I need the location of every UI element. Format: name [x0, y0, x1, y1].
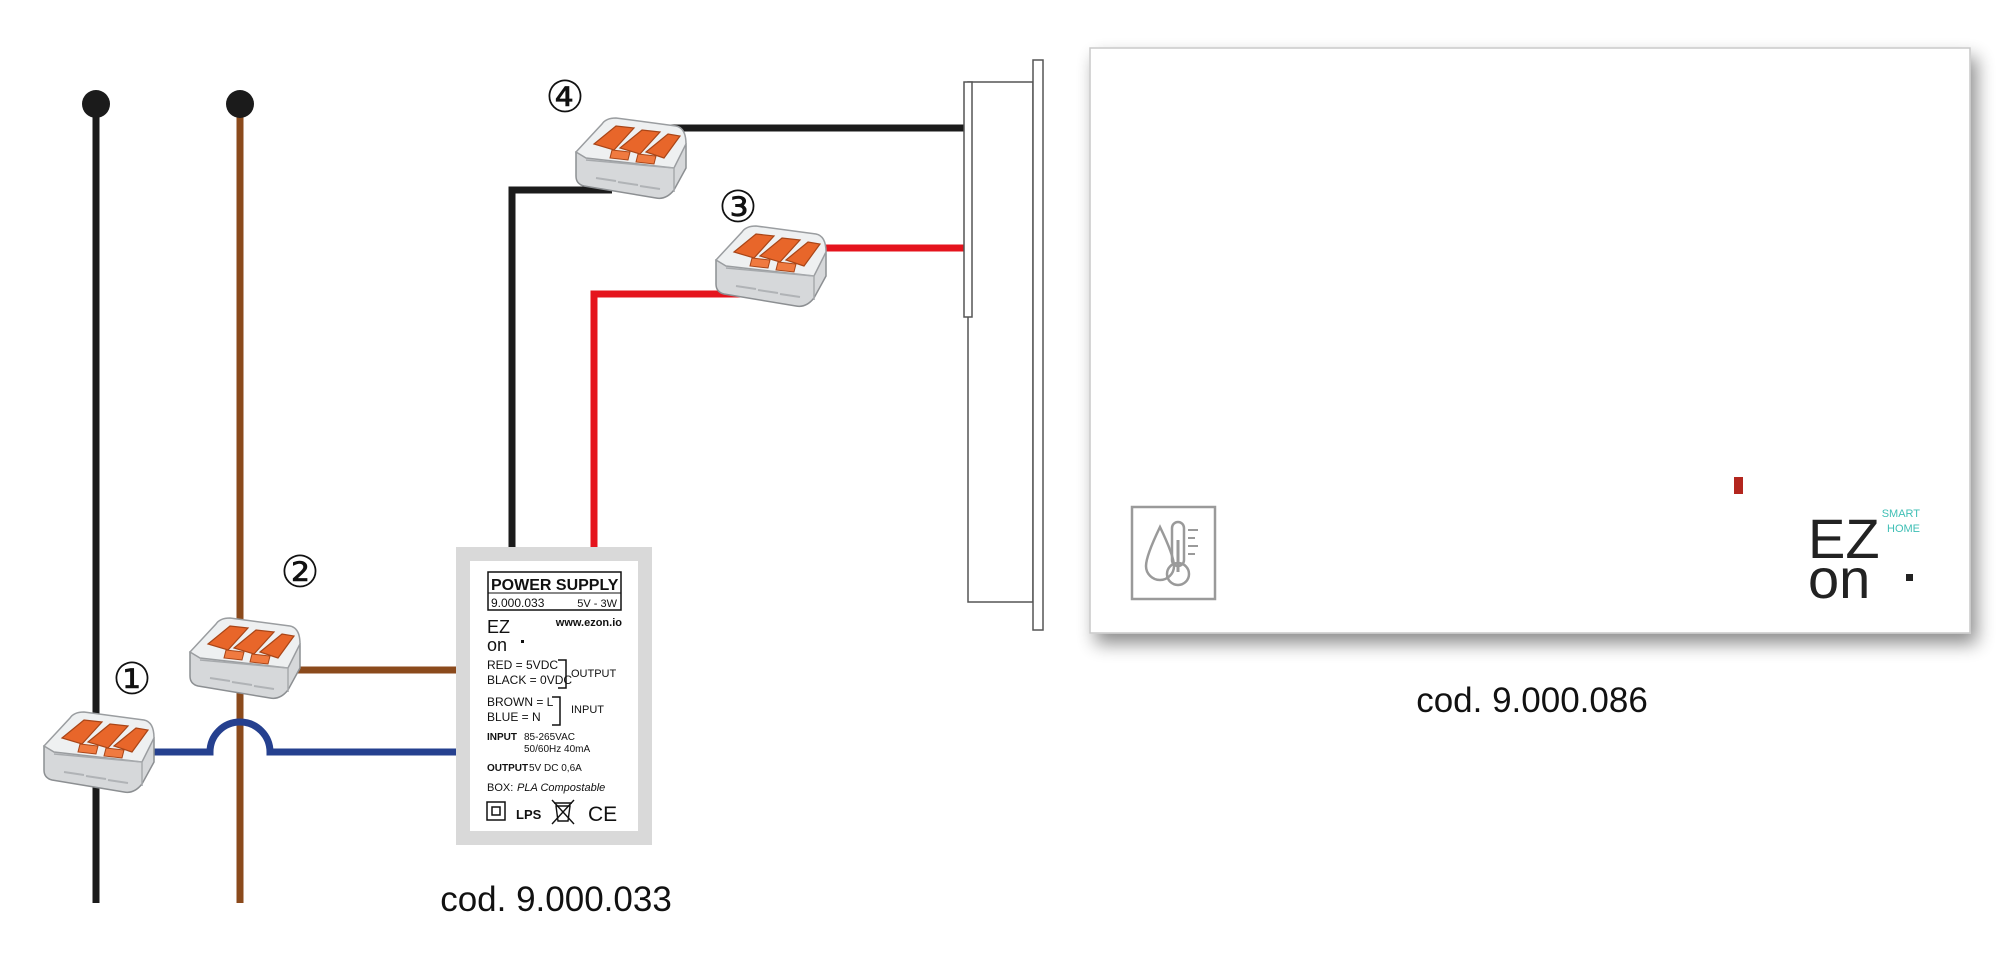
connector-2: [189, 617, 301, 700]
wire-black-psu-output: [508, 186, 612, 547]
power-supply-box-label: BOX:: [487, 782, 513, 794]
power-supply-input-spec-value: 85-265VAC: [524, 732, 575, 743]
power-supply-output-line-2: BLACK = 0VDC: [487, 673, 572, 687]
power-supply-output-spec-label: OUTPUT: [487, 763, 528, 774]
power-supply-caption: cod. 9.000.033: [440, 880, 672, 919]
power-supply: POWER SUPPLY 9.000.033 5V - 3W EZ on www…: [456, 547, 652, 845]
power-supply-title-box: [487, 571, 622, 611]
power-supply-input-spec-line2: 50/60Hz 40mA: [524, 744, 590, 755]
device-side-profile: [963, 59, 1044, 631]
power-supply-output-label: OUTPUT: [571, 668, 617, 680]
connector-3: [715, 225, 827, 308]
device-brand-bottom: on: [1808, 547, 1870, 610]
device-brand-dot: [1906, 574, 1913, 581]
wire-black-terminal: [82, 90, 110, 118]
device-smart-line-2: HOME: [1887, 523, 1920, 535]
power-supply-lps-mark: LPS: [516, 807, 542, 822]
power-supply-input-label: INPUT: [571, 704, 604, 716]
power-supply-output-spec-value: 5V DC 0,6A: [529, 763, 582, 774]
device-panel: [1089, 47, 1971, 634]
thermometer-humidity-icon: [1130, 505, 1217, 601]
power-supply-label-area: [470, 561, 638, 831]
connector-label-1: ①: [112, 655, 151, 704]
power-supply-input-spec-label: INPUT: [487, 732, 517, 743]
device-caption: cod. 9.000.086: [1416, 681, 1648, 720]
connector-1: [43, 711, 155, 794]
device-brand-top: EZ: [1808, 507, 1880, 570]
smart-thermostat-device: EZ on SMART HOME: [1089, 47, 1971, 634]
power-supply-code-small: 9.000.033: [491, 596, 545, 610]
power-supply-input-line-2: BLUE = N: [487, 710, 541, 724]
connector-label-3: ③: [718, 183, 757, 232]
power-supply-website: www.ezon.io: [555, 617, 622, 629]
power-supply-ce-mark: CE: [588, 803, 617, 826]
power-supply-input-line-1: BROWN = L: [487, 695, 554, 709]
power-supply-rating: 5V - 3W: [577, 598, 617, 610]
connector-4: [575, 117, 687, 200]
wire-blue-to-psu: [150, 718, 456, 756]
power-supply-output-line-1: RED = 5VDC: [487, 658, 558, 672]
device-smart-line-1: SMART: [1882, 508, 1921, 520]
double-insulation-icon: [486, 801, 506, 821]
power-supply-box-value: PLA Compostable: [517, 782, 605, 794]
connector-label-4: ④: [545, 73, 584, 122]
weee-bin-icon: [551, 799, 575, 825]
connector-label-2: ②: [280, 548, 319, 597]
power-supply-brand-top: EZ: [487, 617, 510, 637]
power-supply-title: POWER SUPPLY: [491, 577, 619, 594]
power-supply-brand-bottom: on: [487, 635, 507, 655]
status-led: [1734, 477, 1743, 494]
wire-brown-terminal: [226, 90, 254, 118]
wire-red-psu-output: [590, 290, 750, 547]
